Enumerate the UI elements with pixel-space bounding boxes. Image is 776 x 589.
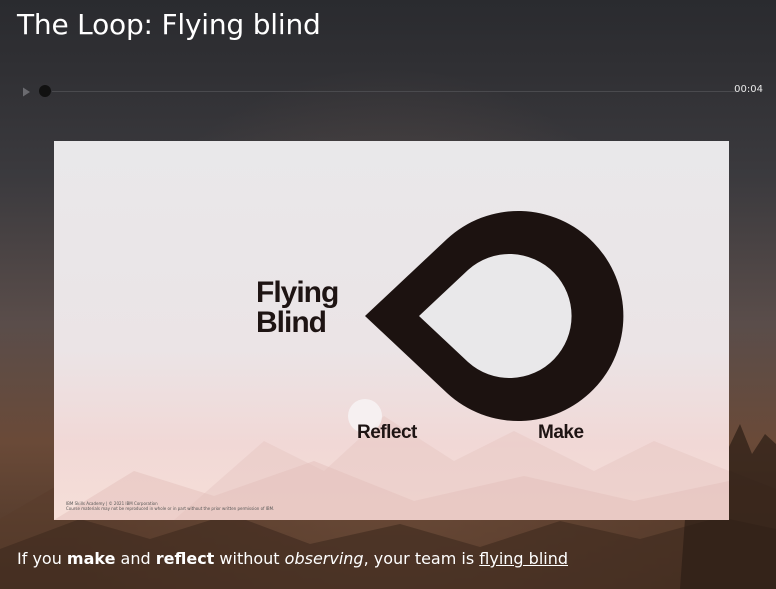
caption-text-2: and [115,549,156,568]
copyright-line-1: IBM Skills Academy | © 2021 IBM Corporat… [66,501,158,506]
progress-knob[interactable] [39,85,51,97]
slide-copyright: IBM Skills Academy | © 2021 IBM Corporat… [66,501,274,511]
copyright-line-2: Course materials may not be reproduced i… [66,506,275,511]
play-icon [23,87,30,97]
caption: If you make and reflect without observin… [17,549,568,568]
brand-line-2: Blind [256,306,327,339]
caption-text-1: If you [17,549,67,568]
time-display: 00:04 [734,84,763,95]
caption-text-4: , your team is [363,549,480,568]
audio-player: 00:04 [14,80,766,104]
play-button[interactable] [18,84,34,100]
make-label: Make [538,422,584,443]
reflect-marker-dot [348,399,382,433]
brand-line-1: Flying [256,276,339,309]
slide-brand-text: Flying Blind [256,276,339,339]
caption-italic-observing: observing [284,549,364,568]
caption-bold-make: make [66,549,116,568]
flying-blind-link[interactable]: flying blind [479,549,568,568]
progress-track[interactable] [52,91,736,92]
caption-text-3: without [214,549,285,568]
page-title: The Loop: Flying blind [17,8,321,41]
loop-drop-icon [365,211,624,421]
caption-bold-reflect: reflect [155,549,215,568]
reflect-label: Reflect [357,422,417,443]
video-slide[interactable]: Flying Blind Reflect Make IBM Skills Aca… [54,141,729,520]
slide-artwork [54,211,729,520]
